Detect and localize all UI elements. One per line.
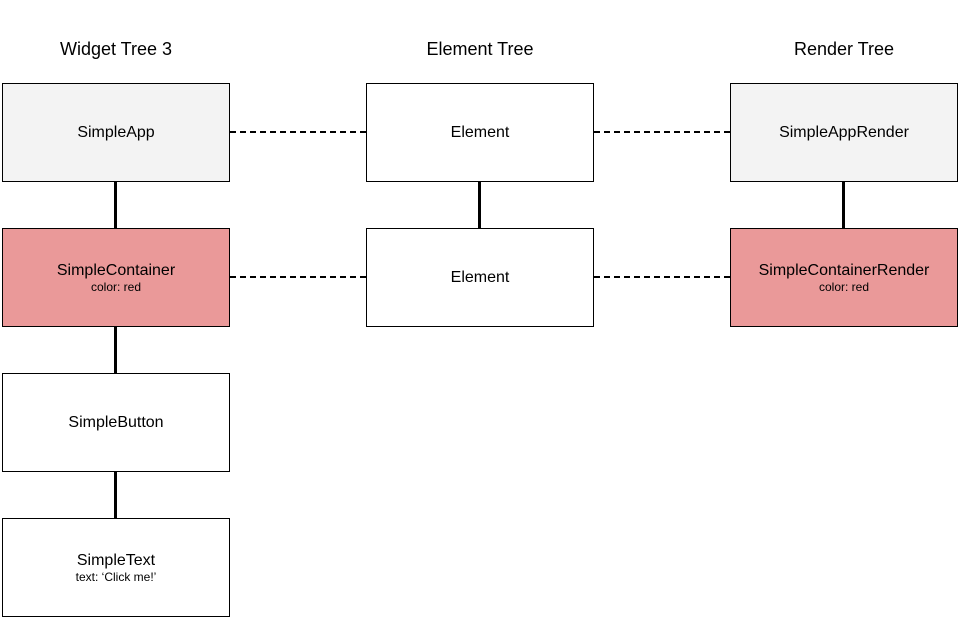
edge-element-element <box>478 182 481 228</box>
node-label: SimpleText <box>76 551 156 569</box>
node-property: color: red <box>90 279 142 294</box>
widget-node-simplecontainer: SimpleContainer color: red <box>2 228 230 327</box>
element-tree-title: Element Tree <box>426 39 534 59</box>
render-tree-title: Render Tree <box>793 39 895 59</box>
render-node-simplecontainerrender: SimpleContainerRender color: red <box>730 228 958 327</box>
widget-tree-title: Widget Tree 3 <box>59 39 173 59</box>
edge-simpleapprender-simplecontainerrender <box>842 182 845 228</box>
node-label: SimpleContainerRender <box>758 261 930 279</box>
node-property: text: ‘Click me!’ <box>75 569 157 584</box>
node-property: color: red <box>818 279 870 294</box>
link-widget-element-row1 <box>230 131 366 133</box>
edge-simplecontainer-simplebutton <box>114 327 117 373</box>
link-element-render-row1 <box>594 131 730 133</box>
widget-node-simpletext: SimpleText text: ‘Click me!’ <box>2 518 230 617</box>
render-node-simpleapprender: SimpleAppRender <box>730 83 958 182</box>
node-label: SimpleContainer <box>56 261 176 279</box>
node-label: SimpleApp <box>77 124 155 141</box>
edge-simplebutton-simpletext <box>114 472 117 518</box>
node-label: Element <box>450 124 510 141</box>
element-node-2: Element <box>366 228 594 327</box>
widget-node-simpleapp: SimpleApp <box>2 83 230 182</box>
element-node-1: Element <box>366 83 594 182</box>
edge-simpleapp-simplecontainer <box>114 182 117 228</box>
link-element-render-row2 <box>594 276 730 278</box>
node-label: Element <box>450 269 510 286</box>
node-label: SimpleButton <box>68 414 164 431</box>
widget-node-simplebutton: SimpleButton <box>2 373 230 472</box>
node-label: SimpleAppRender <box>779 124 909 141</box>
link-widget-element-row2 <box>230 276 366 278</box>
